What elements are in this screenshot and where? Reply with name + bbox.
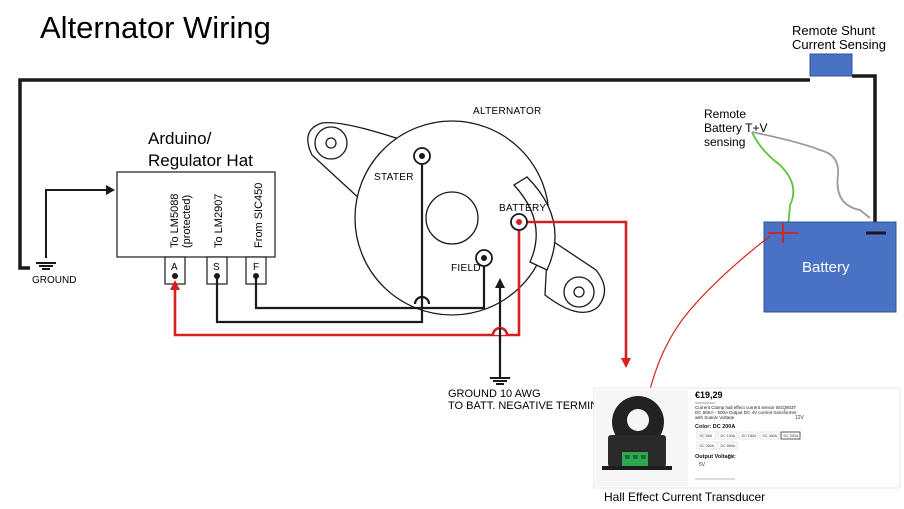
pin-a: A [164,256,186,285]
remote-sense-label-line2: Battery T+V [704,121,767,135]
pin-a-note-line2: (protected) [181,195,193,248]
product-option-chip [717,441,738,450]
pin-f: F [245,256,267,285]
pin-f-letter: F [253,262,259,273]
pin-a-note-line1: To LM5088 [169,194,181,248]
product-option-chip [780,431,801,440]
main-ground-symbol [490,377,510,385]
product-option-label: DC 50A [700,434,713,438]
product-option-label: DC 100A [721,434,736,438]
stater-terminal-dot [419,153,425,159]
product-option-chip [759,431,780,440]
product-option-chip [738,431,759,440]
product-option-label: DC 500A [721,444,736,448]
alternator-label: ALTERNATOR [473,106,542,117]
product-option-chip [717,431,738,440]
hall-transducer-caption: Hall Effect Current Transducer [604,490,765,504]
battery-output-terminal-dot [516,219,522,225]
pin-s-note: To LM2907 [213,194,225,248]
product-output-value-2: 5V [699,462,706,468]
remote-shunt-label-line1: Remote Shunt [792,23,875,38]
product-option-chip [696,441,717,450]
pin-f-note: From SIC450 [253,183,265,248]
stater-crossover-hop [413,295,431,305]
product-color-label: Color: DC 200A [695,424,735,430]
remote-shunt-block [809,53,853,77]
pin-a-red-arrow [170,280,180,290]
arduino-label-line1: Arduino/ [148,129,212,148]
regulator-hat-box [116,171,276,258]
ground-main-label-line1: GROUND 10 AWG [448,388,541,400]
pin-a-letter: A [171,262,178,273]
hall-transducer-card: €19,29 Current Clamp hall effect current… [593,387,901,489]
diagram-title: Alternator Wiring [40,10,271,45]
product-description: Current Clamp hall effect current sensor… [695,405,797,419]
remote-sense-label-line1: Remote [704,107,746,121]
ground-main-label-line2: TO BATT. NEGATIVE TERMINAL [448,400,612,412]
price-subline [695,402,715,404]
ground-left-label: GROUND [32,275,76,286]
product-option-label: DC 200A [784,434,799,438]
product-output-value: 5V [728,454,735,460]
field-label: FIELD [451,263,481,274]
battery-label: Battery [802,259,850,276]
product-price: €19,29 [695,390,723,400]
left-ground-symbol [36,185,115,270]
battery-positive-mark [768,223,798,243]
red-power-wires [173,220,628,362]
remote-shunt-label-line2: Current Sensing [792,37,886,52]
product-output-label: Output Voltage: [695,454,736,460]
product-supply-value: 12V [795,415,805,421]
pin-f-dot [253,273,259,279]
pin-s-letter: S [213,262,220,273]
sense-negative-wire [751,131,871,219]
product-option-chip [696,431,717,440]
product-option-label: DC 400A [763,434,778,438]
transducer-red-arrow [621,358,631,368]
pin-s-dot [214,273,220,279]
arduino-label-line2: Regulator Hat [148,151,253,170]
hall-sensor-image [602,396,672,470]
battery-block [763,221,897,313]
remote-sense-label-line3: sensing [704,135,745,149]
stater-label: STATER [374,172,414,183]
alternator-body [307,120,606,316]
product-description-box: Current Clamp hall effect current sensor… [695,405,797,419]
ground-loop-wire [18,74,877,270]
product-option-label: DC 150A [742,434,757,438]
product-option-label: DC 300A [700,444,715,448]
field-terminal-dot [481,255,487,261]
pin-a-dot [172,273,178,279]
field-ground-arrow [495,278,505,288]
product-footer-line [695,478,735,480]
sense-positive-wire [751,131,795,229]
product-options: DC 50A DC 100A DC 150A DC 400A DC 200A DC 300… [696,431,801,450]
battery-terminal-label: BATTERY [499,203,546,214]
